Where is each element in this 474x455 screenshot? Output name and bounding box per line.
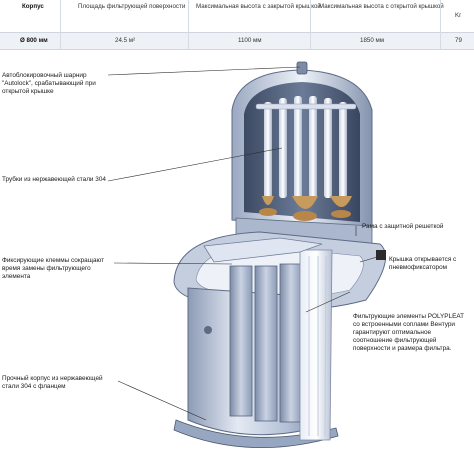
venturi-nozzles: [259, 196, 352, 221]
callout-elements-line: Фильтрующие элементы POLYPLEAT: [353, 313, 465, 320]
value-height-open: 1850 мм: [360, 37, 384, 44]
header-weight: Kг: [455, 12, 462, 19]
callout-lid: Крышка открывается с пневмофиксатором: [389, 256, 456, 272]
housing-flange: [173, 419, 339, 449]
callout-autolock-line: открытой крышке: [2, 88, 54, 95]
callout-body-line: стали 304 с фланцем: [2, 383, 66, 390]
callout-lid-line: пневмофиксатором: [389, 264, 448, 271]
header-area: Площадь фильтрующей поверхности: [78, 3, 186, 10]
callout-elements: Фильтрующие элементы POLYPLEAT со встрое…: [353, 313, 464, 353]
callout-autolock-line: "Autolock", срабатывающий при: [2, 80, 96, 87]
callout-frame: Рама с защитной решеткой: [362, 223, 443, 231]
callout-clamps-line: элемента: [2, 273, 31, 280]
fixing-clamps: [203, 237, 323, 263]
callout-autolock: Автоблокировочный шарнир "Autolock", сра…: [2, 72, 96, 96]
callout-body-line: Прочный корпус из нержавеющей: [2, 375, 103, 382]
autolock-hinge: [296, 61, 308, 75]
spec-table: Корпус Площадь фильтрующей поверхности М…: [0, 0, 474, 50]
value-housing: Ø 800 мм: [20, 37, 48, 44]
callout-lid-line: Крышка открывается с: [389, 256, 457, 263]
value-area: 24.5 м²: [115, 37, 136, 44]
callout-elements-line: гарантируют оптимальное: [353, 329, 432, 336]
callout-elements-line: со встроенными соплами Вентури: [353, 321, 455, 328]
inspection-port: [204, 326, 212, 334]
filter-illustration: [107, 61, 387, 449]
callout-leaders: [107, 66, 385, 421]
callout-elements-line: соотношение фильтрующей: [353, 337, 437, 344]
steel-tubes: [255, 96, 357, 198]
callout-clamps-line: Фиксирующие клеммы сокращают: [2, 257, 105, 264]
table-divider: [310, 0, 311, 49]
spec-table-header: Корпус Площадь фильтрующей поверхности М…: [0, 0, 474, 33]
header-height-open: Максимальная высота с открытой крышкой: [319, 3, 444, 10]
open-lid: [231, 61, 373, 247]
callout-tubes-line: Трубки из нержавеющей стали 304: [2, 176, 106, 183]
table-divider: [188, 0, 189, 49]
callout-elements-line: поверхности и размера фильтра.: [353, 345, 452, 352]
callout-autolock-line: Автоблокировочный шарнир: [2, 72, 87, 79]
callout-tubes: Трубки из нержавеющей стали 304: [2, 176, 106, 184]
spec-table-values: Ø 800 мм 24.5 м² 1100 мм 1850 мм 79: [0, 33, 474, 50]
table-divider: [440, 0, 441, 49]
table-divider: [60, 0, 61, 49]
pneumatic-lid-lock: [376, 250, 386, 260]
callout-body: Прочный корпус из нержавеющей стали 304 …: [2, 375, 103, 391]
callout-clamps: Фиксирующие клеммы сокращают время замен…: [2, 257, 104, 281]
header-height-closed: Максимальная высота с закрытой крышкой: [196, 3, 321, 10]
value-height-closed: 1100 мм: [238, 37, 262, 44]
polypleat-elements: [203, 237, 333, 441]
callout-frame-line: Рама с защитной решеткой: [362, 223, 444, 230]
callout-clamps-line: время замены фильтрующего: [2, 265, 91, 272]
header-housing: Корпус: [22, 3, 44, 10]
value-weight: 79: [455, 37, 462, 44]
